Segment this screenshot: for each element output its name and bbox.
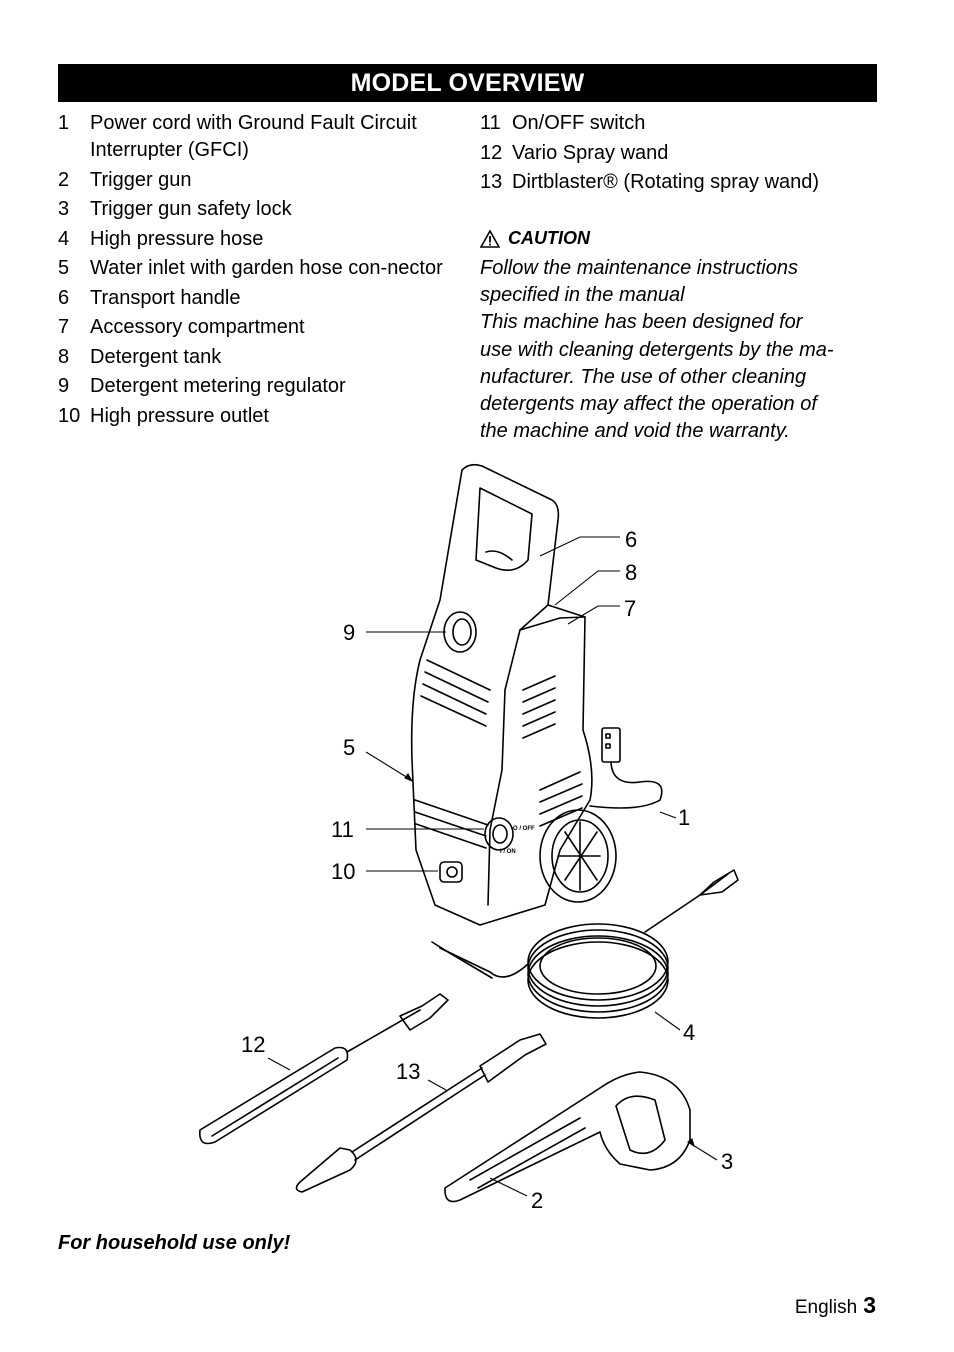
item-number: 11 bbox=[480, 112, 501, 134]
list-item: 9 Detergent metering regulator bbox=[58, 373, 458, 400]
item-text: Trigger gun safety lock bbox=[90, 198, 292, 220]
list-item: 10 High pressure outlet bbox=[58, 403, 458, 430]
page-title: MODEL OVERVIEW bbox=[350, 68, 585, 97]
item-number: 6 bbox=[58, 286, 70, 309]
item-text: Trigger gun bbox=[90, 168, 192, 191]
caution-line: nufacturer. The use of other cleaning bbox=[480, 365, 807, 388]
item-text: Dirtblaster® (Rotating spray wand) bbox=[512, 171, 820, 193]
item-number: 13 bbox=[480, 171, 503, 193]
caution-heading: CAUTION bbox=[480, 228, 880, 249]
caution-label: CAUTION bbox=[508, 228, 590, 248]
callout-label: 13 bbox=[396, 1059, 421, 1084]
callout-label: 5 bbox=[343, 735, 356, 760]
item-number: 12 bbox=[480, 141, 503, 164]
parts-list-left: 1 Power cord with Ground Fault Circuit I… bbox=[58, 110, 458, 432]
item-text: High pressure hose bbox=[90, 227, 264, 250]
item-text: Water inlet with garden hose con-nector bbox=[90, 257, 443, 279]
list-item: 3 Trigger gun safety lock bbox=[58, 196, 458, 223]
list-item: 5 Water inlet with garden hose con-necto… bbox=[58, 255, 458, 282]
list-item: 2 Trigger gun bbox=[58, 167, 458, 194]
language-label: English bbox=[794, 1297, 858, 1318]
item-number: 2 bbox=[58, 168, 70, 191]
list-item: 8 Detergent tank bbox=[58, 344, 458, 371]
list-item: 7 Accessory compartment bbox=[58, 314, 458, 341]
list-item: 13 Dirtblaster® (Rotating spray wand) bbox=[480, 169, 880, 196]
list-item: 11 On/OFF switch bbox=[480, 110, 880, 137]
caution-line: the machine and void the warranty. bbox=[480, 420, 790, 443]
callout-label: 7 bbox=[624, 596, 637, 621]
item-text: Accessory compartment bbox=[90, 316, 305, 338]
item-number: 7 bbox=[58, 316, 70, 338]
switch-on-label: I / ON bbox=[500, 849, 516, 855]
pressure-washer-diagram: 6 8 7 9 5 1 11 10 4 12 13 3 2 O / OFF I … bbox=[180, 455, 780, 1225]
callout-label: 3 bbox=[721, 1149, 734, 1174]
item-text: Detergent tank bbox=[90, 345, 222, 368]
caution-line: This machine has been designed for bbox=[480, 311, 803, 334]
parts-list-right: 11 On/OFF switch 12 Vario Spray wand 13 … bbox=[480, 110, 880, 199]
item-text: On/OFF switch bbox=[512, 112, 646, 134]
callout-label: 10 bbox=[331, 859, 356, 884]
page-footer: English 3 bbox=[795, 1292, 876, 1319]
title-bar: MODEL OVERVIEW bbox=[58, 64, 877, 102]
switch-off-label: O / OFF bbox=[513, 826, 535, 832]
warning-icon bbox=[480, 229, 500, 248]
list-item: 6 Transport handle bbox=[58, 285, 458, 312]
callout-label: 4 bbox=[683, 1020, 696, 1045]
washer-body-outline bbox=[410, 463, 593, 926]
list-item: 12 Vario Spray wand bbox=[480, 140, 880, 167]
list-item: 4 High pressure hose bbox=[58, 226, 458, 253]
item-text: High pressure outlet bbox=[90, 404, 269, 427]
callout-label: 1 bbox=[678, 805, 691, 830]
item-number: 1 bbox=[58, 112, 70, 134]
caution-line: detergents may affect the operation of bbox=[480, 393, 817, 416]
item-number: 3 bbox=[58, 198, 70, 220]
item-number: 8 bbox=[58, 345, 70, 368]
callout-label: 2 bbox=[531, 1188, 544, 1213]
list-item: 1 Power cord with Ground Fault Circuit I… bbox=[58, 110, 458, 164]
item-text: Detergent metering regulator bbox=[90, 375, 346, 397]
item-text: Transport handle bbox=[90, 286, 241, 309]
caution-line: use with cleaning detergents by the ma- bbox=[480, 338, 834, 361]
callout-label: 11 bbox=[331, 817, 354, 842]
caution-line: Follow the maintenance instructions bbox=[480, 257, 798, 279]
handle-opening bbox=[475, 487, 533, 571]
page-number: 3 bbox=[863, 1292, 876, 1318]
item-text: Power cord with Ground Fault Circuit Int… bbox=[90, 112, 417, 161]
household-use-note: For household use only! bbox=[58, 1232, 291, 1254]
callout-label: 9 bbox=[343, 620, 356, 645]
callout-label: 6 bbox=[625, 527, 638, 552]
callout-leader-lines bbox=[267, 536, 718, 1197]
caution-box: CAUTION Follow the maintenance instructi… bbox=[480, 228, 880, 445]
item-number: 9 bbox=[58, 375, 70, 397]
caution-line: specified in the manual bbox=[480, 284, 685, 307]
item-text: Vario Spray wand bbox=[512, 141, 669, 164]
item-number: 4 bbox=[58, 227, 70, 250]
item-number: 10 bbox=[58, 404, 81, 427]
callout-label: 12 bbox=[241, 1032, 266, 1057]
callout-label: 8 bbox=[625, 560, 638, 585]
item-number: 5 bbox=[58, 257, 70, 279]
